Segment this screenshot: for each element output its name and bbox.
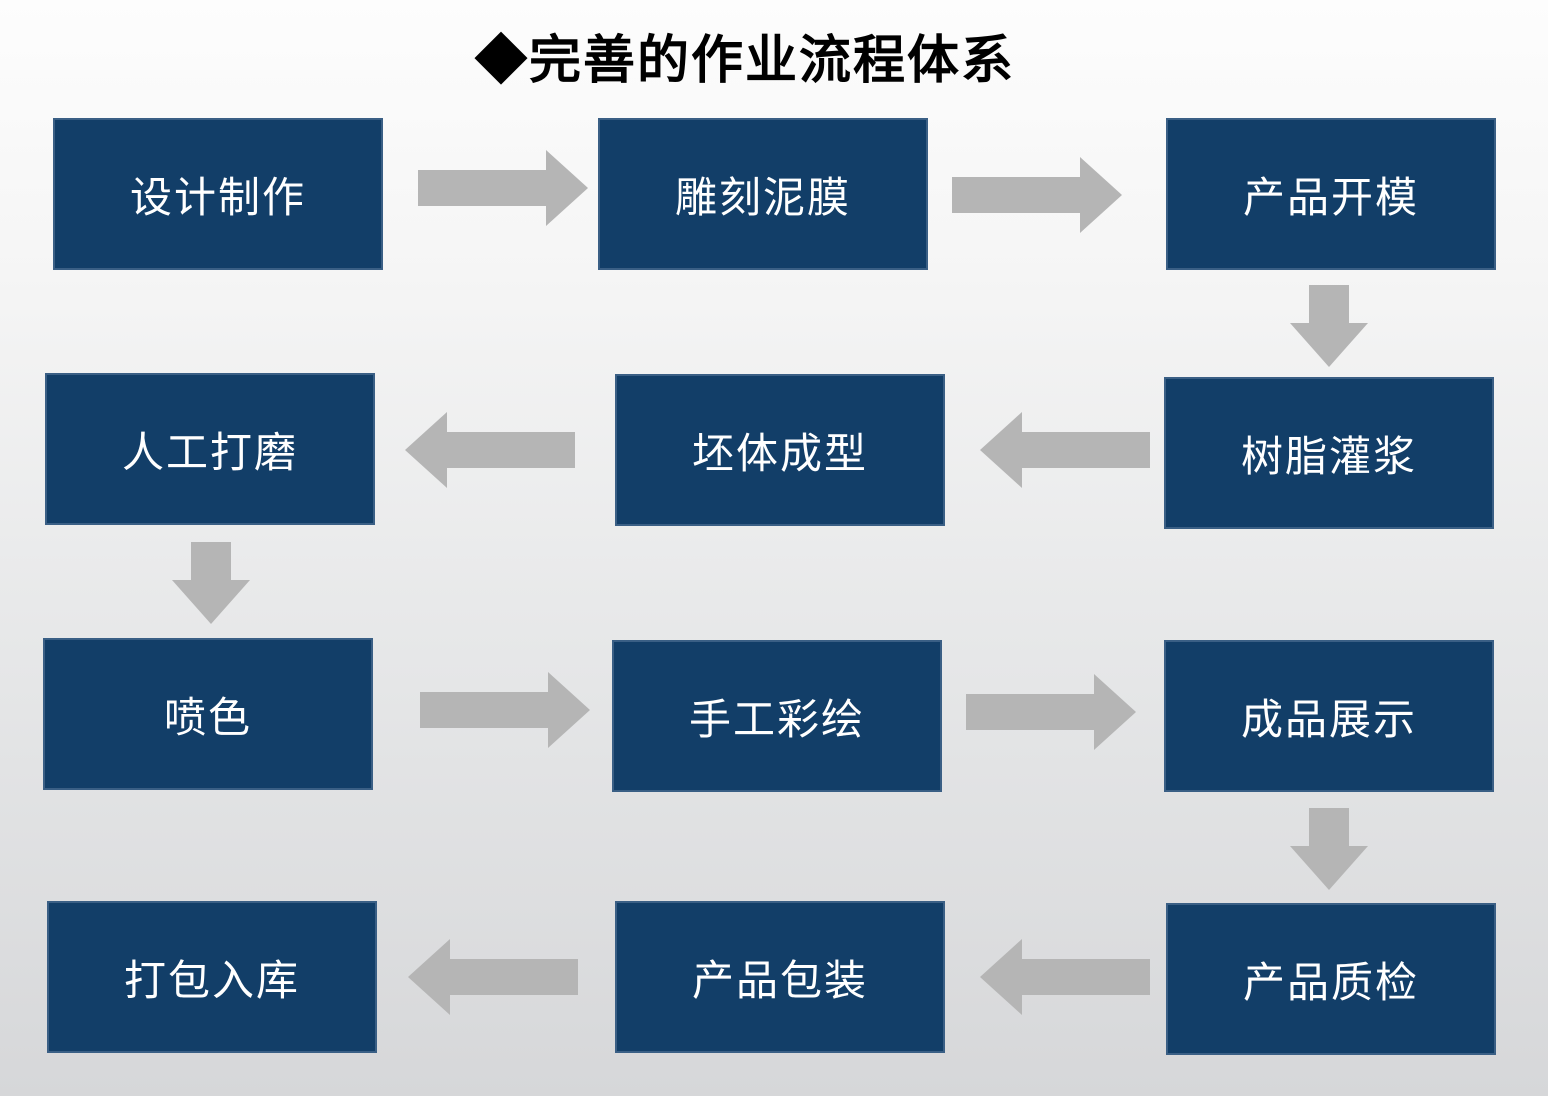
arrow-shaft <box>420 692 548 728</box>
flow-step-product-mold-opening: 产品开模 <box>1166 118 1496 270</box>
arrow-head <box>980 939 1022 1015</box>
flow-step-label: 产品包装 <box>691 956 868 1004</box>
arrow-left-icon <box>980 412 1150 488</box>
arrow-right-icon <box>418 150 588 226</box>
flow-step-label: 设计制作 <box>129 173 306 221</box>
flow-step-label: 坯体成型 <box>691 429 868 477</box>
arrow-shaft <box>450 959 578 995</box>
flow-step-label: 雕刻泥膜 <box>674 173 851 221</box>
arrow-down-icon <box>1290 285 1368 367</box>
arrow-left-icon <box>405 412 575 488</box>
flow-step-carve-clay-mold: 雕刻泥膜 <box>598 118 928 270</box>
arrow-right-icon <box>420 672 590 748</box>
arrow-head <box>546 150 588 226</box>
page-title: ◆完善的作业流程体系 <box>474 33 1015 90</box>
flow-step-label: 打包入库 <box>123 956 300 1004</box>
flow-step-label: 树脂灌浆 <box>1240 432 1417 480</box>
flow-step-design-production: 设计制作 <box>53 118 383 270</box>
arrow-shaft <box>1022 959 1150 995</box>
flow-step-pack-into-warehouse: 打包入库 <box>47 901 377 1053</box>
arrow-head <box>548 672 590 748</box>
flow-step-hand-painting: 手工彩绘 <box>612 640 942 792</box>
arrow-head <box>980 412 1022 488</box>
flow-step-finished-product-display: 成品展示 <box>1164 640 1494 792</box>
arrow-head <box>1080 157 1122 233</box>
flow-step-label: 产品开模 <box>1242 173 1419 221</box>
arrow-head <box>1290 323 1368 367</box>
flow-step-label: 喷色 <box>163 693 252 741</box>
arrow-right-icon <box>952 157 1122 233</box>
arrow-left-icon <box>408 939 578 1015</box>
arrow-shaft <box>1309 808 1349 846</box>
arrow-down-icon <box>1290 808 1368 890</box>
arrow-shaft <box>191 542 231 580</box>
arrow-shaft <box>1022 432 1150 468</box>
flow-step-resin-grouting: 树脂灌浆 <box>1164 377 1494 529</box>
arrow-head <box>405 412 447 488</box>
arrow-head <box>172 580 250 624</box>
arrow-left-icon <box>980 939 1150 1015</box>
arrow-shaft <box>418 170 546 206</box>
flow-step-label: 人工打磨 <box>121 428 298 476</box>
arrow-head <box>1094 674 1136 750</box>
arrow-shaft <box>447 432 575 468</box>
flow-step-label: 产品质检 <box>1242 958 1419 1006</box>
flow-step-spray-color: 喷色 <box>43 638 373 790</box>
arrow-shaft <box>966 694 1094 730</box>
arrow-shaft <box>952 177 1080 213</box>
arrow-right-icon <box>966 674 1136 750</box>
flow-step-product-packaging: 产品包装 <box>615 901 945 1053</box>
arrow-down-icon <box>172 542 250 624</box>
arrow-head <box>408 939 450 1015</box>
flow-step-label: 成品展示 <box>1240 695 1417 743</box>
arrow-shaft <box>1309 285 1349 323</box>
flow-step-label: 手工彩绘 <box>688 695 865 743</box>
flow-step-manual-polishing: 人工打磨 <box>45 373 375 525</box>
flow-step-body-forming: 坯体成型 <box>615 374 945 526</box>
flow-step-product-quality-inspection: 产品质检 <box>1166 903 1496 1055</box>
arrow-head <box>1290 846 1368 890</box>
